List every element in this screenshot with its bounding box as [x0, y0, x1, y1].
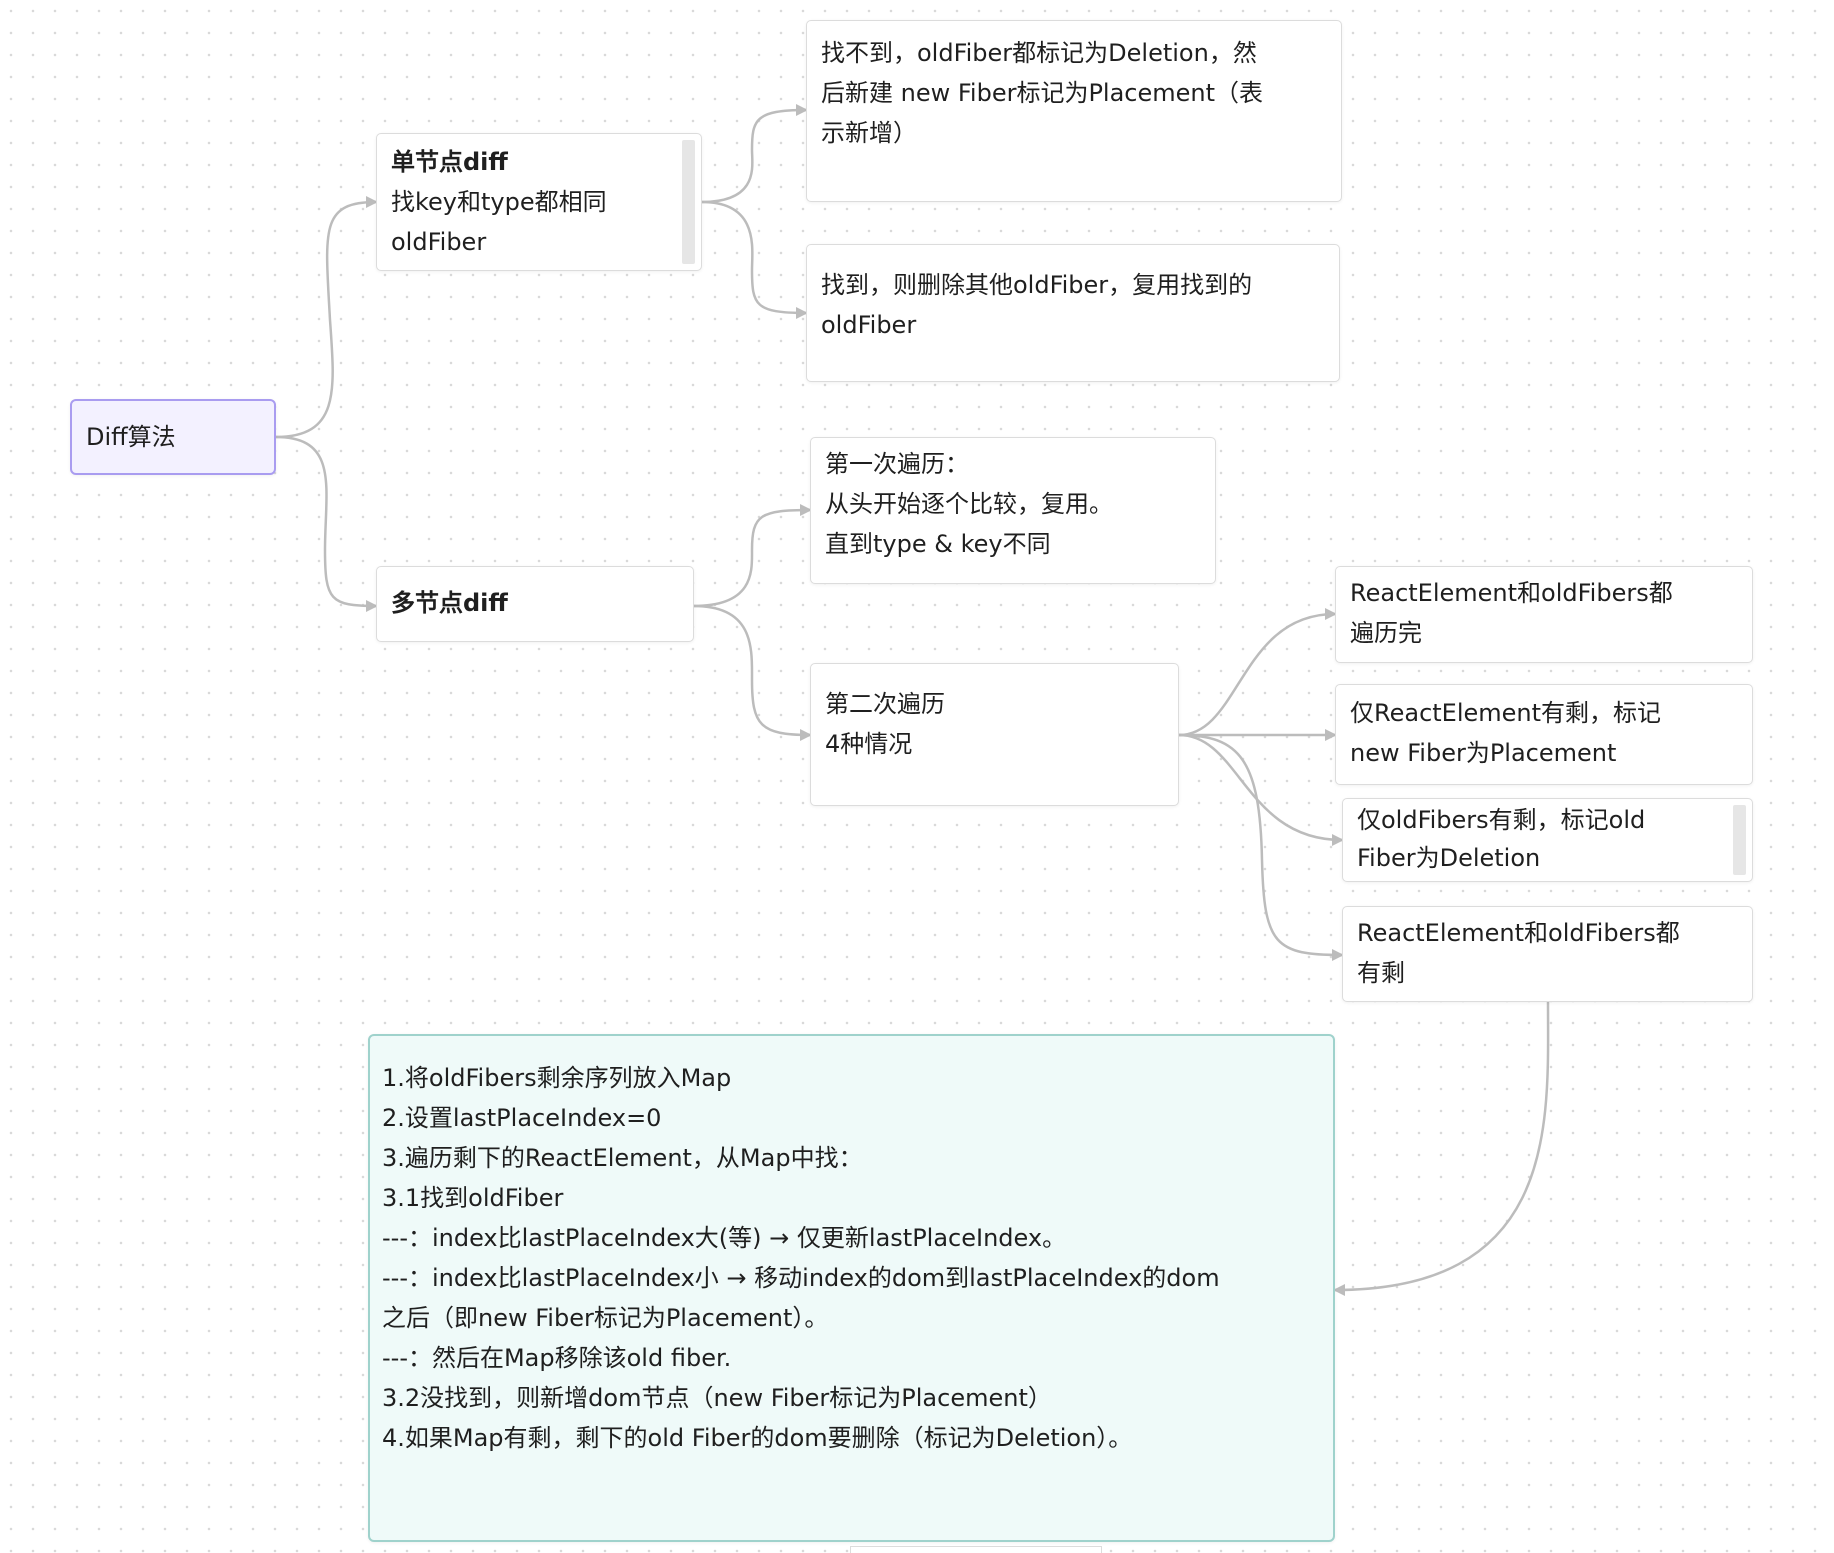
case-element-left-node[interactable]: 仅ReactElement有剩，标记 new Fiber为Placement — [1335, 684, 1753, 785]
single-node-line-1: 找key和type都相同 — [391, 188, 607, 216]
note-line-4: 3.1找到oldFiber — [382, 1184, 564, 1212]
single-found-line-2: oldFiber — [821, 311, 917, 339]
note-line-8: ---：然后在Map移除该old fiber. — [382, 1344, 732, 1372]
edge-second-case3 — [1178, 733, 1344, 846]
edge-single-notfound — [701, 104, 808, 204]
case-fibers-left-node[interactable]: 仅oldFibers有剩，标记old Fiber为Deletion — [1342, 798, 1753, 882]
single-not-found-line-2: 后新建 new Fiber标记为Placement（表 — [821, 79, 1264, 107]
multi-node-diff-node[interactable]: 多节点diff — [376, 566, 694, 642]
map-algorithm-note[interactable]: 1.将oldFibers剩余序列放入Map 2.设置lastPlaceIndex… — [368, 1034, 1335, 1542]
first-pass-line-2: 从头开始逐个比较，复用。 — [825, 490, 1113, 518]
single-not-found-line-1: 找不到，oldFiber都标记为Deletion，然 — [821, 39, 1257, 67]
single-found-line-1: 找到，则删除其他oldFiber，复用找到的 — [821, 271, 1253, 299]
second-pass-line-2: 4种情况 — [825, 730, 913, 758]
edge-root-single — [275, 196, 378, 439]
first-pass-node[interactable]: 第一次遍历： 从头开始逐个比较，复用。 直到type & key不同 — [810, 437, 1216, 584]
note-line-6: ---：index比lastPlaceIndex小 → 移动index的dom到… — [382, 1264, 1220, 1292]
note-line-7: 之后（即new Fiber标记为Placement）。 — [382, 1304, 829, 1332]
edge-multi-second — [693, 604, 812, 741]
offscreen-node-edge — [850, 1546, 1102, 1553]
multi-node-title: 多节点diff — [391, 589, 508, 617]
case1-line-1: ReactElement和oldFibers都 — [1350, 579, 1673, 607]
case3-line-1: 仅oldFibers有剩，标记old — [1357, 806, 1646, 834]
case2-line-1: 仅ReactElement有剩，标记 — [1350, 699, 1662, 727]
note-line-9: 3.2没找到，则新增dom节点（new Fiber标记为Placement） — [382, 1384, 1052, 1412]
case-both-done-node[interactable]: ReactElement和oldFibers都 遍历完 — [1335, 566, 1753, 663]
case4-line-1: ReactElement和oldFibers都 — [1357, 919, 1680, 947]
edge-multi-first — [693, 504, 812, 608]
note-line-10: 4.如果Map有剩，剩下的old Fiber的dom要删除（标记为Deletio… — [382, 1424, 1133, 1452]
case3-line-2: Fiber为Deletion — [1357, 844, 1541, 872]
root-node[interactable]: Diff算法 — [70, 399, 276, 475]
edge-single-found — [701, 200, 808, 319]
case4-line-2: 有剩 — [1357, 959, 1405, 987]
case-both-left-node[interactable]: ReactElement和oldFibers都 有剩 — [1342, 906, 1753, 1002]
case1-line-2: 遍历完 — [1350, 619, 1422, 647]
first-pass-line-1: 第一次遍历： — [825, 450, 969, 478]
edge-case4-note — [1333, 1001, 1550, 1296]
note-line-1: 1.将oldFibers剩余序列放入Map — [382, 1064, 732, 1092]
node-scrollbar[interactable] — [1733, 805, 1746, 875]
single-not-found-line-3: 示新增） — [821, 119, 917, 147]
single-found-node[interactable]: 找到，则删除其他oldFiber，复用找到的 oldFiber — [806, 244, 1340, 382]
first-pass-line-3: 直到type & key不同 — [825, 530, 1051, 558]
edge-root-multi — [275, 435, 378, 612]
single-node-title: 单节点diff — [391, 148, 508, 176]
second-pass-node[interactable]: 第二次遍历 4种情况 — [810, 663, 1179, 806]
edge-second-case4 — [1178, 733, 1344, 961]
note-line-2: 2.设置lastPlaceIndex=0 — [382, 1104, 662, 1132]
root-node-label: Diff算法 — [86, 423, 176, 451]
edge-second-case1 — [1178, 608, 1337, 737]
note-line-3: 3.遍历剩下的ReactElement，从Map中找： — [382, 1144, 863, 1172]
case2-line-2: new Fiber为Placement — [1350, 739, 1617, 767]
single-node-diff-node[interactable]: 单节点diff 找key和type都相同 oldFiber — [376, 133, 702, 271]
single-node-line-2: oldFiber — [391, 228, 487, 256]
single-not-found-node[interactable]: 找不到，oldFiber都标记为Deletion，然 后新建 new Fiber… — [806, 20, 1342, 202]
second-pass-line-1: 第二次遍历 — [825, 690, 945, 718]
note-line-5: ---：index比lastPlaceIndex大(等) → 仅更新lastPl… — [382, 1224, 1067, 1252]
node-scrollbar[interactable] — [682, 140, 695, 264]
